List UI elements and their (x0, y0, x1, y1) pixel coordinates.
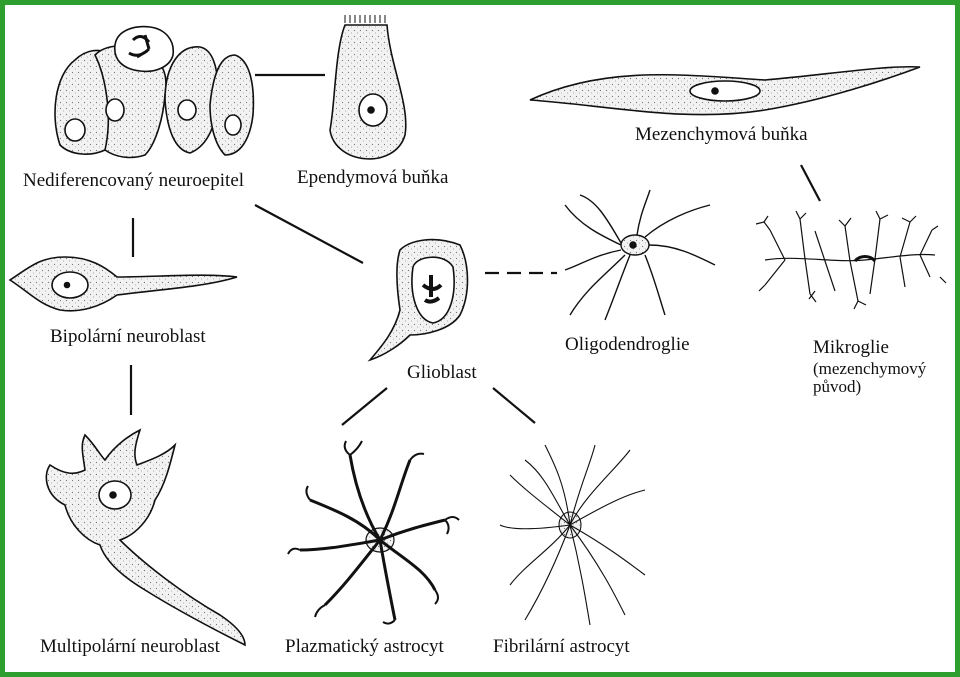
connector-glioblast-fibrilarni (492, 387, 536, 424)
multipolarni-illustration (45, 428, 246, 647)
label-nediferencovany-neuroepitel: Nediferencovaný neuroepitel (23, 170, 245, 191)
oligodendroglie-illustration (564, 189, 716, 321)
label-mikroglie: Mikroglie (813, 337, 889, 358)
label-fibrilarni-astrocyt: Fibrilární astrocyt (493, 636, 630, 657)
neuroepitel-illustration (54, 25, 255, 159)
label-mikroglie-note-1: (mezenchymový (813, 359, 927, 378)
label-mikroglie-note-2: původ) (813, 377, 862, 396)
bipolarni-illustration (8, 256, 238, 312)
label-plazmaticky-astrocyt: Plazmatický astrocyt (285, 636, 444, 657)
label-ependymova-bunka: Ependymová buňka (297, 167, 449, 188)
connector-lines (129, 73, 821, 426)
label-oligodendroglie: Oligodendroglie (565, 334, 690, 355)
label-glioblast: Glioblast (407, 362, 477, 383)
label-multipolarni-neuroblast: Multipolární neuroblast (40, 636, 220, 657)
cell-lineage-diagram (8, 15, 947, 647)
glioblast-illustration (367, 238, 469, 362)
connector-mezenchymova-mikroglie (800, 164, 821, 202)
mezenchymova-illustration (529, 65, 921, 116)
mikroglie-illustration (755, 210, 947, 310)
plazmaticky-illustration (287, 440, 460, 625)
connector-neuroepitel-glioblast (254, 204, 364, 264)
connector-glioblast-plazmaticky (341, 387, 388, 426)
label-bipolarni-neuroblast: Bipolární neuroblast (50, 326, 206, 347)
ependymova-illustration (329, 15, 407, 160)
fibrilarni-illustration (499, 444, 646, 626)
label-mezenchymova-bunka: Mezenchymová buňka (635, 124, 808, 145)
